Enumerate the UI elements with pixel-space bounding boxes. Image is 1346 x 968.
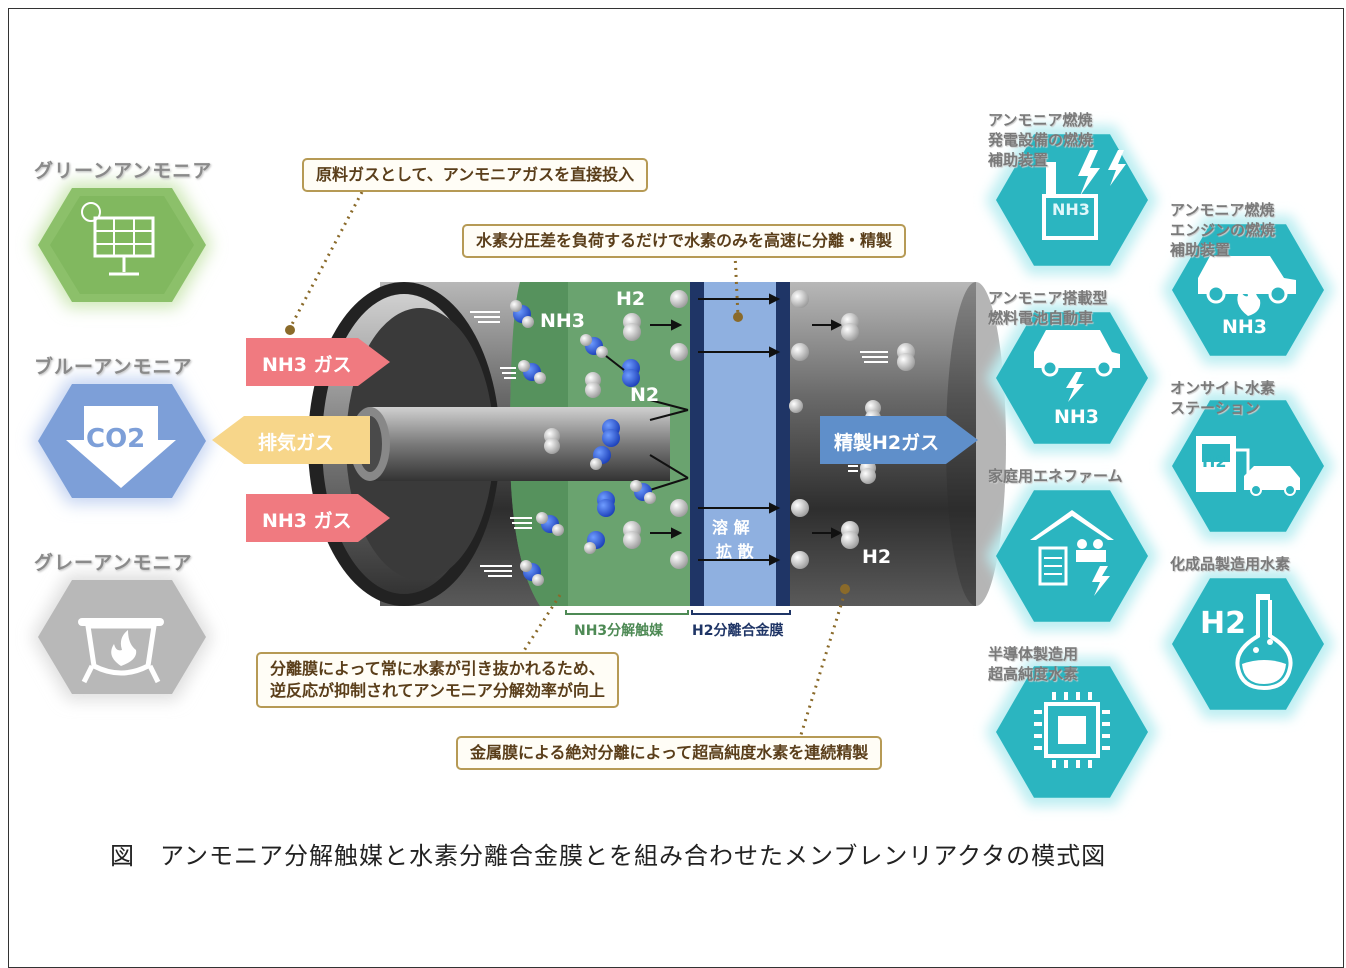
hydrogen-atoms	[544, 290, 915, 569]
n2-label: N2	[630, 384, 660, 406]
chip-icon	[1034, 692, 1110, 768]
factory-icon	[1042, 150, 1126, 240]
leader-dots	[285, 312, 850, 594]
app-label-engine: アンモニア燃焼 エンジンの燃焼 補助装置	[1170, 201, 1276, 259]
figure-caption: 図 アンモニア分解触媒と水素分離合金膜とを組み合わせたメンブレンリアクタの模式図	[110, 842, 1107, 870]
solar-panel-icon	[81, 202, 155, 276]
h2-top-label: H2	[616, 288, 646, 310]
car-bolt-icon	[1034, 330, 1120, 402]
callout-pressure: 水素分圧差を負荷するだけで水素のみを高速に分離・精製	[462, 224, 907, 258]
nh3-molecule-label: NH3	[540, 310, 586, 332]
motion-lines	[470, 311, 888, 577]
app-label-station: オンサイト水素 ステーション	[1170, 379, 1276, 417]
app-icon-text-chemical: H2	[1200, 606, 1246, 641]
h2-flow-arrows	[650, 293, 843, 566]
catalyst-label: NH3分解触媒	[574, 623, 664, 639]
layer-brackets	[565, 610, 791, 615]
app-label-enefarm: 家庭用エネファーム	[988, 467, 1123, 485]
co2-text: CO2	[86, 424, 146, 454]
app-icon-text-power: NH3	[1052, 200, 1090, 219]
exhaust-gas-label: 排気ガス	[258, 432, 335, 454]
callout-metal: 金属膜による絶対分離によって超高純度水素を連続精製	[456, 736, 883, 770]
co2-down-arrow-icon	[66, 406, 176, 488]
source-label-green: グリーンアンモニア	[34, 160, 213, 182]
nh3-gas-top-label: NH3 ガス	[262, 354, 352, 376]
fire-pot-icon	[78, 618, 164, 684]
callout-leaders	[288, 191, 847, 739]
app-hex-enefarm	[986, 481, 1158, 631]
app-label-fcv: アンモニア搭載型 燃料電池自動車	[988, 289, 1108, 327]
app-icon-text-engine: NH3	[1222, 316, 1268, 338]
app-label-semiconductor: 半導体製造用 超高純度水素	[988, 645, 1079, 683]
source-hex-gray	[32, 574, 212, 700]
app-label-power-plant: アンモニア燃焼 発電設備の燃焼 補助装置	[988, 111, 1094, 169]
flask-icon	[1235, 594, 1293, 691]
house-icon	[1030, 510, 1114, 596]
dissolve-label: 溶 解	[712, 518, 750, 537]
app-hex-group	[986, 125, 1334, 807]
hydrogen-station-icon	[1196, 436, 1300, 496]
nh3-arrow-bottom	[246, 494, 390, 542]
exhaust-arrow	[212, 416, 370, 464]
purified-h2-label: 精製H2ガス	[834, 432, 940, 454]
app-icon-text-station: H2	[1202, 452, 1227, 471]
membrane-label: H2分離合金膜	[692, 623, 784, 639]
h2-bottom-label: H2	[862, 546, 892, 568]
ammonia-molecules	[510, 300, 656, 586]
nh3-gas-bottom-label: NH3 ガス	[262, 510, 352, 532]
callout-membrane-effect: 分離膜によって常に水素が引き抜かれるため、 逆反応が抑制されてアンモニア分解効率…	[256, 652, 619, 708]
app-icon-text-fcv: NH3	[1054, 406, 1100, 428]
purified-h2-arrow	[820, 416, 978, 464]
source-label-gray: グレーアンモニア	[34, 552, 193, 574]
diffuse-label: 拡 散	[716, 542, 754, 561]
app-label-chemical: 化成品製造用水素	[1170, 555, 1291, 573]
app-hex-fcv	[986, 303, 1158, 453]
source-label-blue: ブルーアンモニア	[34, 356, 193, 378]
nh3-arrow-top	[246, 338, 390, 386]
n2-arrows	[649, 399, 689, 491]
car-flame-icon	[1198, 256, 1296, 316]
callout-feed: 原料ガスとして、アンモニアガスを直接投入	[302, 158, 649, 192]
